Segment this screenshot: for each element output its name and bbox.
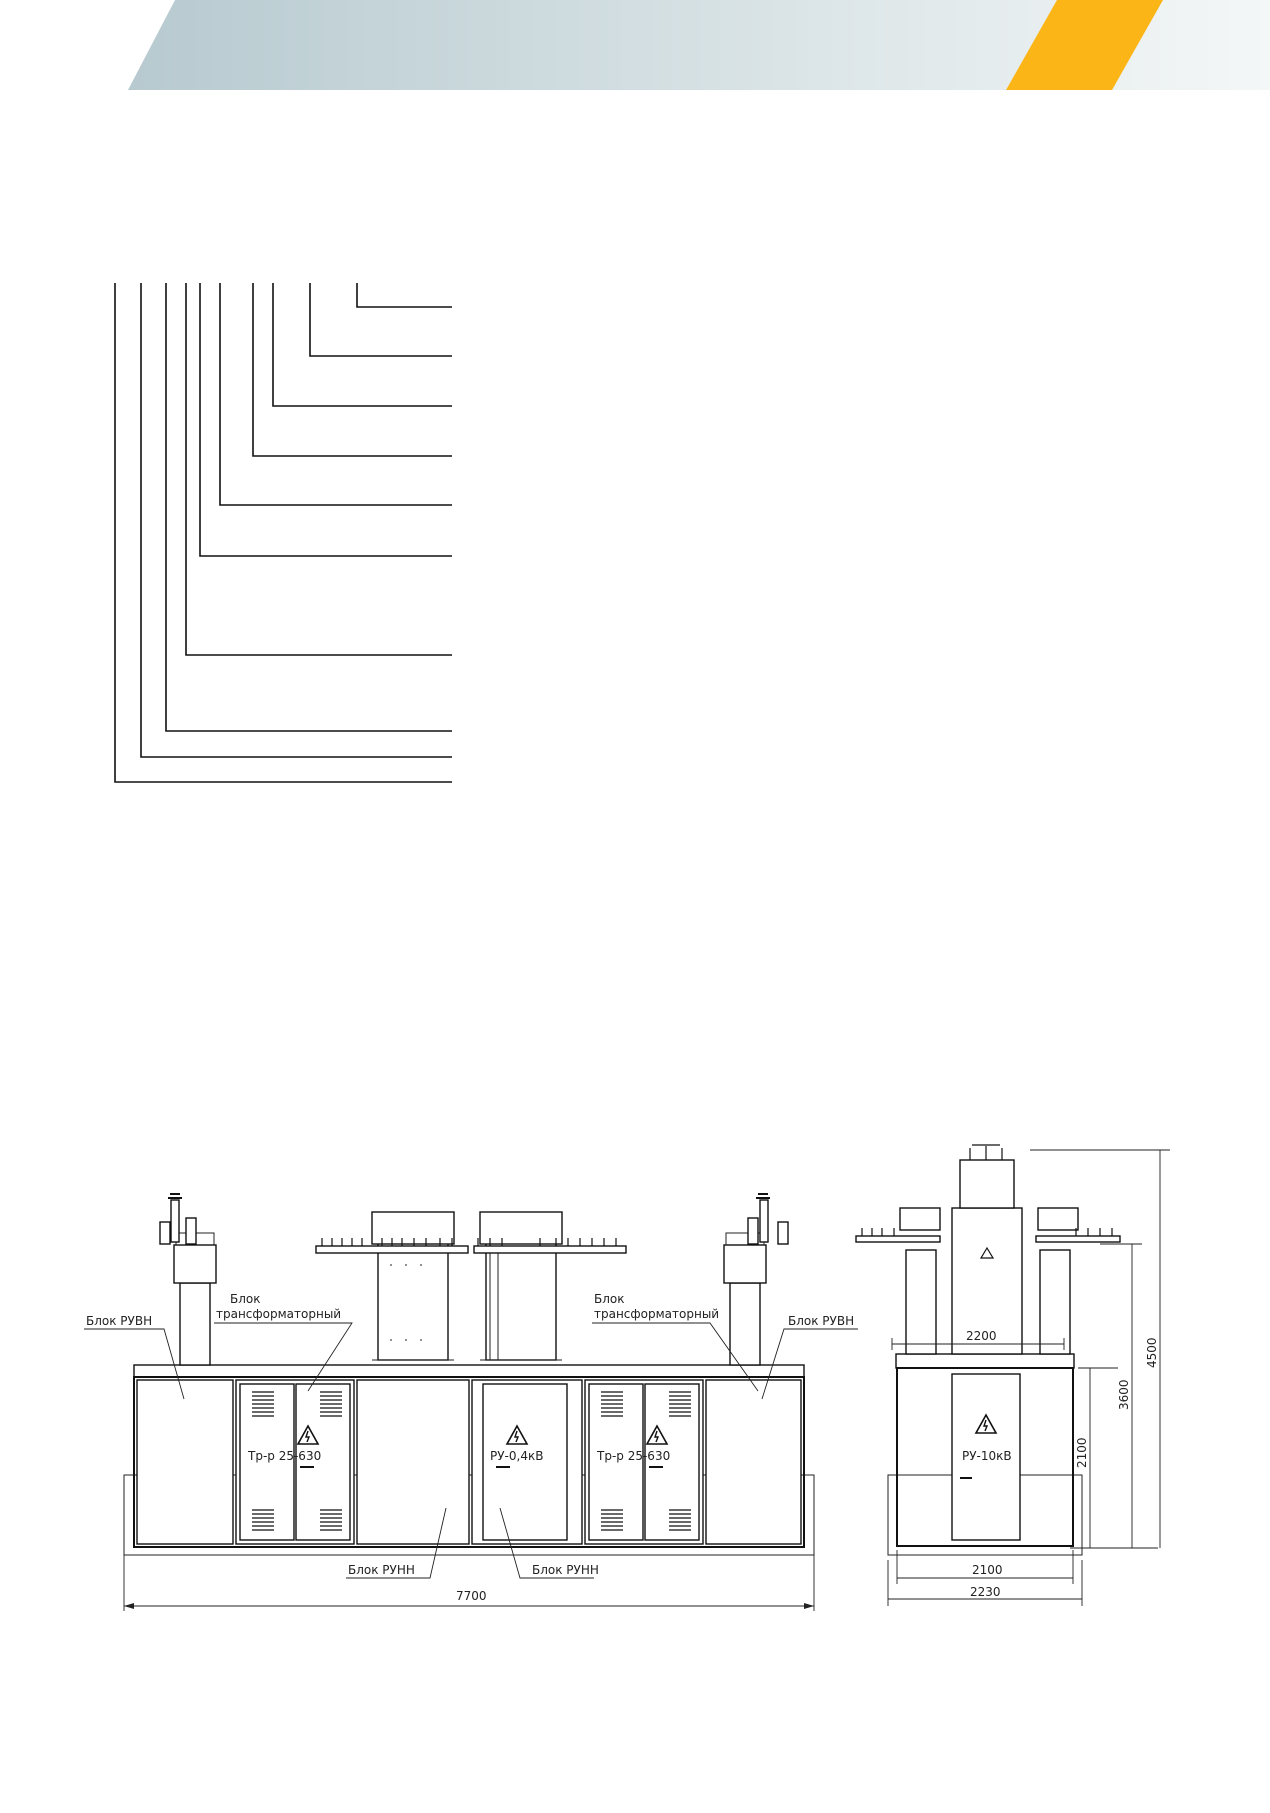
legend-line-6 bbox=[199, 283, 452, 557]
transformer-tower-right bbox=[479, 1211, 563, 1361]
warning-icon bbox=[296, 1424, 320, 1445]
front-view: Тр-р 25-630 РУ-0,4кВ Тр-р 25-630 bbox=[84, 1193, 858, 1611]
dimension-2230-label: 2230 bbox=[970, 1585, 1001, 1599]
side-tower-center-cap bbox=[959, 1159, 1015, 1209]
grille-rr-top bbox=[669, 1391, 691, 1417]
side-view: РУ-10кВ 2200 2100 2230 bbox=[855, 1144, 1170, 1606]
dimension-2200-label: 2200 bbox=[966, 1329, 997, 1343]
dimension-width-label: 7700 bbox=[456, 1589, 487, 1603]
legend-line-3 bbox=[272, 283, 452, 407]
dimension-heights: 2100 3600 4500 bbox=[1030, 1149, 1170, 1549]
label-ruvn-right: Блок РУВН bbox=[788, 1314, 854, 1328]
side-tower-right-cap bbox=[1037, 1207, 1079, 1231]
grille-tr-bot bbox=[320, 1509, 342, 1531]
dimension-top-width: 2200 bbox=[891, 1329, 1065, 1350]
grille-rl-top bbox=[601, 1391, 623, 1417]
code-designation-legend bbox=[114, 283, 452, 783]
dimension-4500-label: 4500 bbox=[1145, 1337, 1159, 1368]
grille-rr-bot bbox=[669, 1509, 691, 1531]
side-busbar-insulators bbox=[861, 1228, 1113, 1236]
panel-text-ru-04: РУ-0,4кВ bbox=[490, 1449, 543, 1463]
side-tower-left bbox=[905, 1249, 937, 1355]
dimension-outer-width: 2230 bbox=[887, 1560, 1083, 1606]
side-insulators bbox=[969, 1144, 1003, 1160]
bushing-column-right bbox=[723, 1193, 789, 1366]
label-transformer-right-line1: Блок bbox=[594, 1292, 625, 1306]
side-tower-left-cap bbox=[899, 1207, 941, 1231]
grille-rl-bot bbox=[601, 1509, 623, 1531]
side-cabinet bbox=[896, 1367, 1074, 1547]
dimension-2100-height-label: 2100 bbox=[1075, 1437, 1089, 1468]
warning-icon bbox=[505, 1424, 529, 1445]
door-ru-04 bbox=[482, 1383, 568, 1541]
dimension-2100-width-label: 2100 bbox=[972, 1563, 1003, 1577]
legend-line-8 bbox=[165, 283, 452, 732]
label-ruvn-left: Блок РУВН bbox=[86, 1314, 152, 1328]
banner-accent-stripe bbox=[1006, 0, 1163, 90]
grille-tr-top bbox=[320, 1391, 342, 1417]
label-runn-left: Блок РУНН bbox=[348, 1563, 415, 1577]
legend-lines bbox=[114, 283, 452, 783]
warning-icon bbox=[645, 1424, 669, 1445]
side-busbar-left bbox=[855, 1235, 941, 1243]
legend-line-7 bbox=[185, 283, 452, 656]
front-roof bbox=[133, 1364, 805, 1378]
legend-line-5 bbox=[219, 283, 452, 506]
front-body-outline bbox=[133, 1376, 805, 1548]
lv-busbar-right bbox=[473, 1238, 627, 1254]
lv-busbar-left bbox=[315, 1238, 469, 1254]
cabinet-ruvn-left bbox=[136, 1379, 234, 1545]
dimension-inner-width: 2100 bbox=[896, 1550, 1074, 1584]
header-banner bbox=[128, 0, 1270, 90]
panel-text-transformer-left: Тр-р 25-630 bbox=[247, 1449, 321, 1463]
dimension-3600-label: 3600 bbox=[1117, 1379, 1131, 1410]
dimension-width-front: 7700 bbox=[123, 1555, 815, 1611]
label-runn-right: Блок РУНН bbox=[532, 1563, 599, 1577]
side-busbar-right bbox=[1035, 1235, 1121, 1243]
transformer-tower-left bbox=[371, 1211, 455, 1361]
legend-line-2 bbox=[309, 283, 452, 357]
side-tower-center bbox=[951, 1207, 1023, 1355]
cabinet-ruvn-right bbox=[705, 1379, 802, 1545]
legend-line-9 bbox=[140, 283, 452, 758]
side-roof bbox=[895, 1353, 1075, 1369]
label-transformer-left-line2: трансформаторный bbox=[216, 1307, 341, 1321]
grille-tl-bot bbox=[252, 1509, 274, 1531]
legend-line-1 bbox=[356, 283, 452, 308]
panel-text-ru-10: РУ-10кВ bbox=[962, 1449, 1012, 1463]
substation-drawing: Тр-р 25-630 РУ-0,4кВ Тр-р 25-630 bbox=[84, 1144, 1170, 1611]
legend-line-4 bbox=[252, 283, 452, 457]
warning-icon bbox=[974, 1413, 998, 1434]
legend-line-10 bbox=[114, 283, 452, 783]
label-transformer-left-line1: Блок bbox=[230, 1292, 261, 1306]
banner-gradient-band bbox=[128, 0, 1270, 90]
label-transformer-right-line2: трансформаторный bbox=[594, 1307, 719, 1321]
ventilation-grilles bbox=[252, 1391, 691, 1531]
side-door bbox=[951, 1373, 1021, 1541]
leader-lines bbox=[84, 1322, 858, 1579]
warning-icon bbox=[979, 1246, 995, 1259]
side-tower-right bbox=[1039, 1249, 1071, 1355]
panel-text-transformer-right: Тр-р 25-630 bbox=[596, 1449, 670, 1463]
cabinet-runn-left bbox=[356, 1379, 470, 1545]
grille-tl-top bbox=[252, 1391, 274, 1417]
bushing-column-left bbox=[159, 1193, 217, 1366]
